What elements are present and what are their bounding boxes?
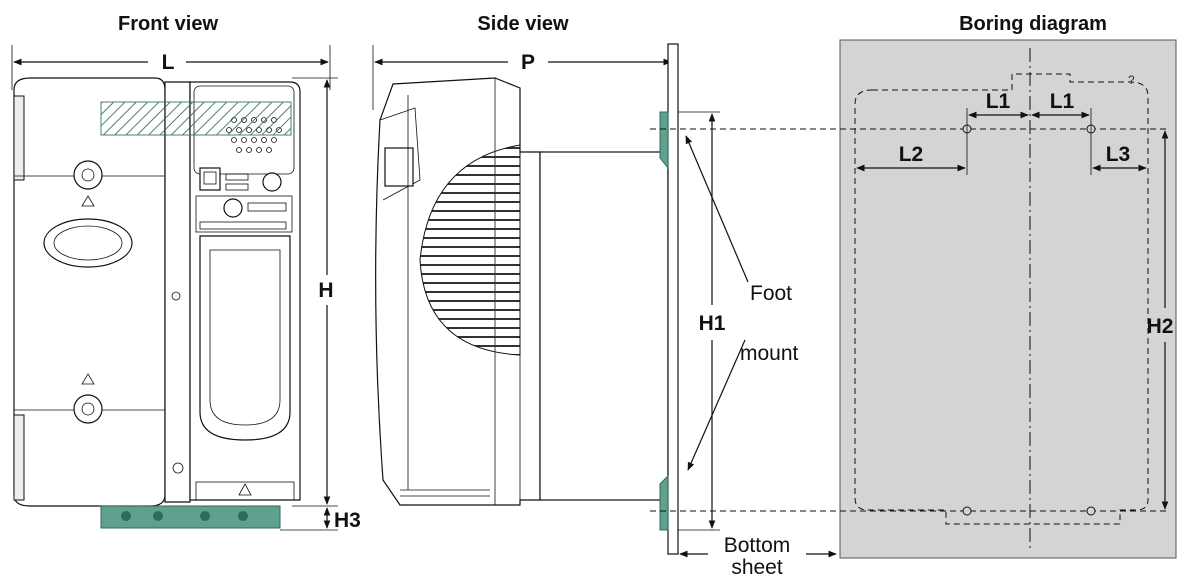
bottom-screw-icon (73, 394, 103, 424)
mount-hole (962, 506, 972, 516)
connector-port (199, 167, 221, 191)
dim-H3-label: H3 (334, 509, 361, 532)
sheet-label: sheet (731, 556, 783, 578)
dim-L1-left-label: L1 (986, 90, 1011, 113)
drive-outline (854, 73, 1149, 525)
foot-label: Foot (750, 282, 792, 305)
dim-L2-label: L2 (899, 143, 924, 166)
dim-L1-right-label: L1 (1050, 90, 1075, 113)
boring-diagram: ? L1 L1 L2 L3 H2 (650, 39, 1177, 559)
dim-H-label: H (318, 279, 333, 302)
top-foot-clip (659, 111, 669, 170)
warning-icon (81, 195, 95, 207)
dim-P-label: P (521, 51, 535, 74)
dim-H2-label: H2 (1147, 315, 1174, 338)
keypad-housing (199, 235, 291, 441)
warning-icon (81, 373, 95, 385)
bottom-foot-mount (100, 505, 281, 529)
display-window (43, 218, 133, 268)
warning-icon (238, 483, 252, 496)
top-foot-mount (100, 101, 292, 136)
bottom-sheet-label: Bottom (724, 534, 791, 557)
top-screw-icon (73, 160, 103, 190)
mount-label: mount (740, 342, 799, 365)
side-view-title: Side view (477, 13, 569, 35)
front-view: L (11, 45, 361, 532)
front-view-title: Front view (118, 13, 218, 35)
side-connector (384, 147, 414, 187)
boring-panel (839, 39, 1177, 559)
mounting-sheet (667, 43, 679, 555)
front-cover (13, 77, 166, 507)
dim-L3-label: L3 (1106, 143, 1131, 166)
dim-H1-label: H1 (699, 312, 726, 335)
small-mark: ? (1128, 73, 1135, 87)
heatsink-fins (419, 144, 521, 356)
mount-hole (1086, 506, 1096, 516)
dim-L-label: L (162, 51, 175, 74)
boring-diagram-title: Boring diagram (959, 13, 1107, 35)
bottom-foot-clip (659, 474, 669, 531)
side-view: P H1 Foot mount Bottom (372, 43, 837, 578)
